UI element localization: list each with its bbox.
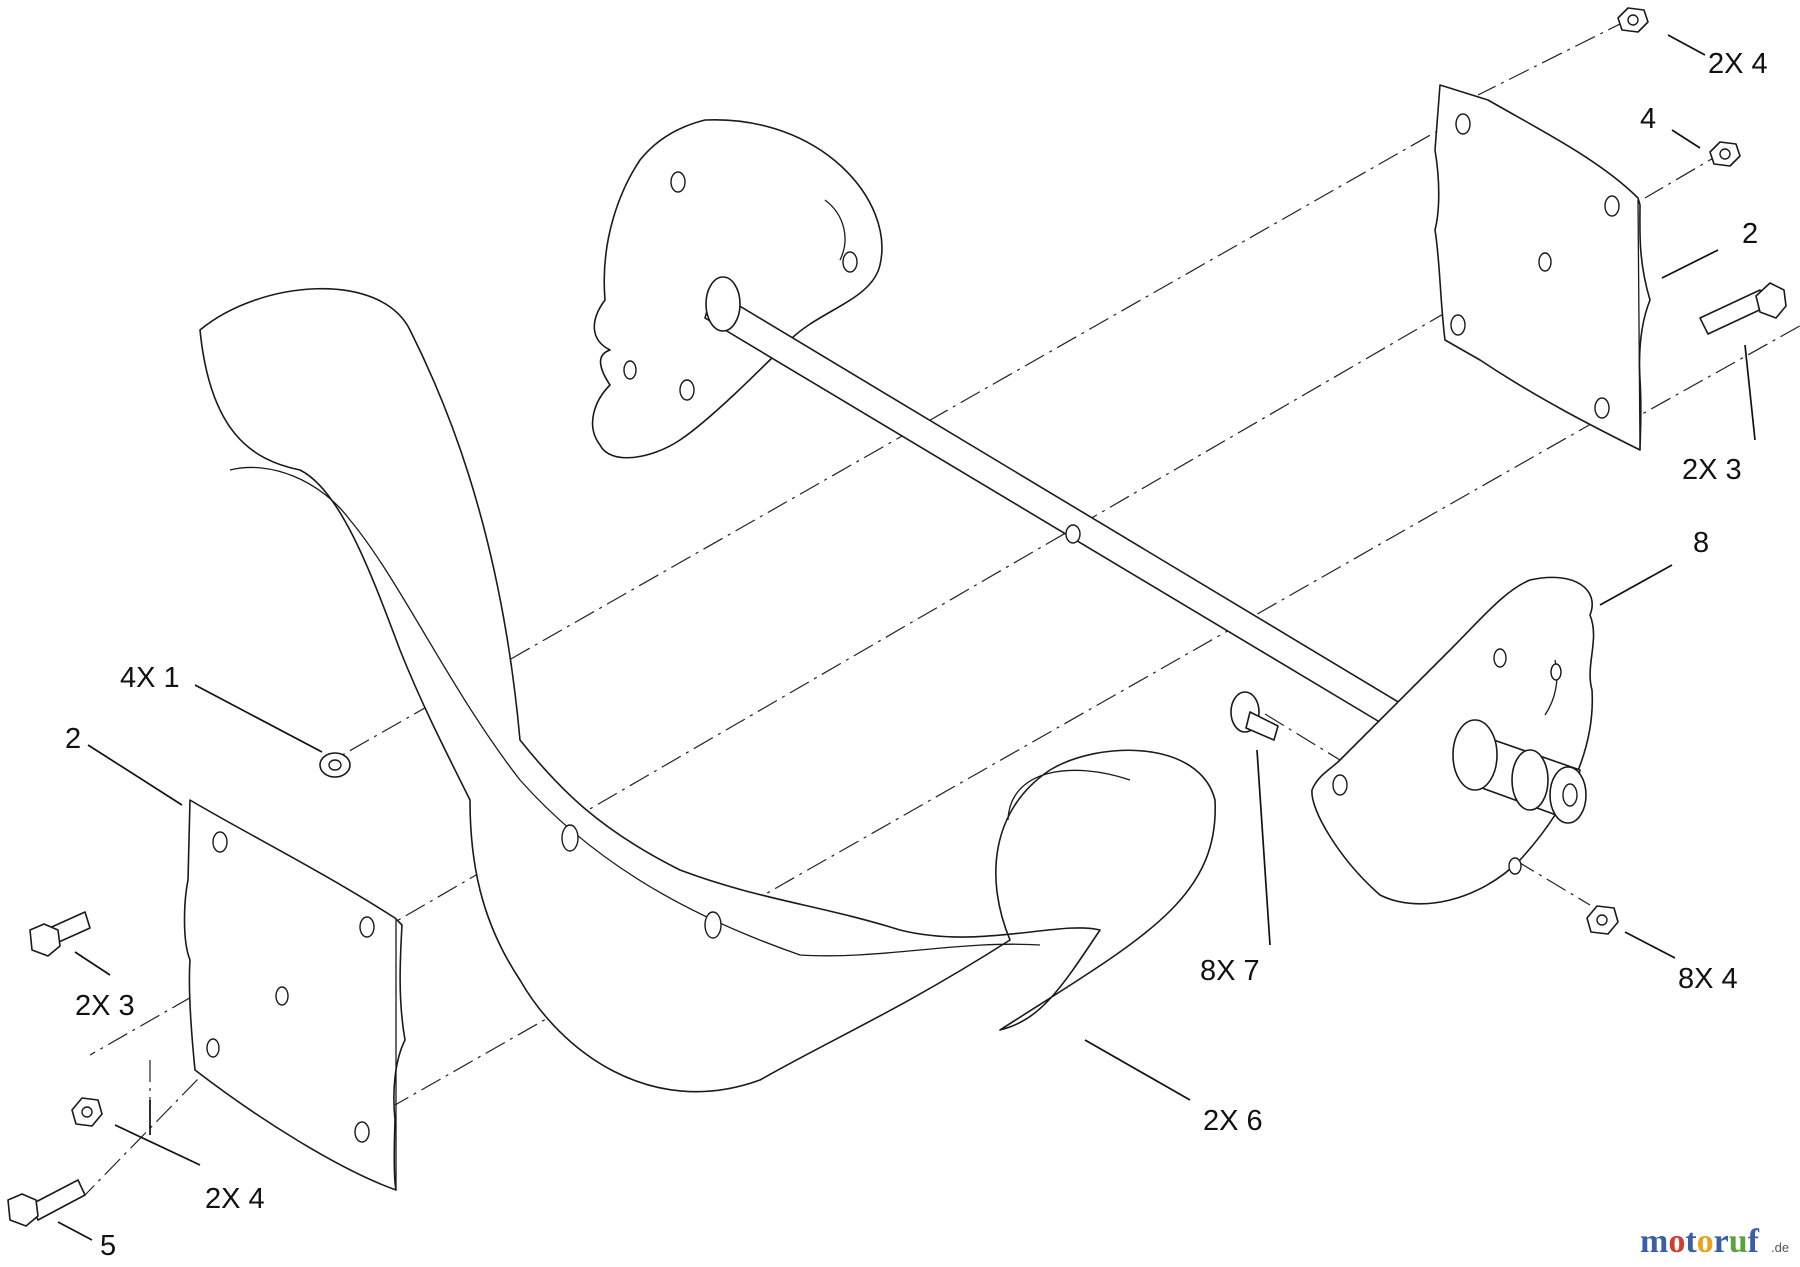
callout-nut-top: 2X 4 <box>1708 48 1768 80</box>
callout-bolt-bottom: 5 <box>100 1230 116 1262</box>
shear-bolt-icon <box>1230 691 1279 741</box>
callout-disc-right: 8 <box>1693 527 1709 559</box>
mounting-plate-right <box>1434 84 1651 451</box>
callout-spacer: 4X 1 <box>120 662 180 694</box>
callout-flight: 2X 6 <box>1203 1105 1263 1137</box>
auger-disc-right <box>1311 576 1595 905</box>
leader-lines <box>57 34 1756 1241</box>
callout-plate-left: 2 <box>65 723 81 755</box>
spacer-icon <box>319 752 351 778</box>
mounting-plate-left <box>183 799 406 1191</box>
svg-text:motoruf: motoruf <box>1640 1223 1760 1260</box>
bolt-bottom-icon <box>7 1179 86 1227</box>
callout-labels: 2X 4 4 2 2X 3 8 4X 1 2 2X 3 2X 4 5 2X 6 … <box>65 48 1768 1262</box>
callout-nut-disc: 8X 4 <box>1678 963 1738 995</box>
nut-left-icon <box>71 1097 103 1127</box>
callout-shear-bolt: 8X 7 <box>1200 955 1260 987</box>
nut-top-icon <box>1617 7 1649 33</box>
watermark-logo: motoruf .de <box>1640 1223 1789 1260</box>
callout-nut-right: 4 <box>1640 103 1656 135</box>
callout-plate-right: 2 <box>1742 218 1758 250</box>
bolt-right-icon <box>1699 282 1787 335</box>
nut-disc-icon <box>1586 905 1619 935</box>
auger-flight <box>199 287 1216 1093</box>
svg-text:.de: .de <box>1771 1240 1789 1255</box>
nut-right-icon <box>1709 141 1741 167</box>
bolt-left-icon <box>29 911 91 957</box>
callout-bolt-left: 2X 3 <box>75 990 135 1022</box>
callout-nut-left: 2X 4 <box>205 1183 265 1215</box>
callout-bolt-right: 2X 3 <box>1682 454 1742 486</box>
auger-shaft <box>704 276 1401 728</box>
